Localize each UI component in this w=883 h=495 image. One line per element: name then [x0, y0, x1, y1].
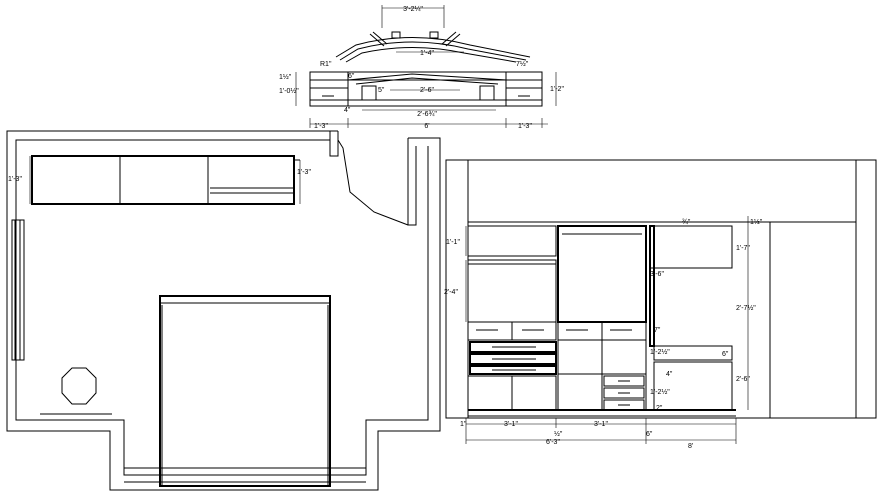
- elev-dim-bay2: 3'-1": [594, 421, 608, 428]
- elev-dim-top-left: 1'-1": [446, 239, 460, 246]
- elev-dim-total-right: 8': [688, 443, 693, 450]
- dim-small-a: 5": [378, 87, 385, 94]
- bed: [159, 295, 331, 487]
- elev-dim-top-small: ¾": [682, 219, 691, 226]
- dim-top-width: 3'-2¼": [403, 6, 423, 13]
- elev-dim-mid-small-r: 6": [722, 351, 729, 358]
- elev-dim-low-small: 1'-2½": [650, 388, 670, 396]
- wardrobe-elevation: 1'-1" 2'-4" ¾" 1½" 1'-7" 3'-6" 2'-7½" 7"…: [444, 159, 877, 450]
- elev-dim-two: 2": [656, 405, 663, 412]
- elev-dim-one: 1": [460, 421, 467, 428]
- dim-center: 2'-6": [420, 87, 434, 94]
- plan-dim-left-depth: 1'-3": [8, 176, 22, 183]
- elev-dim-mid-small: 1'-2½": [650, 348, 670, 356]
- dim-right-h: 1'-2": [550, 86, 564, 93]
- dim-radius: R1": [320, 61, 332, 68]
- dim-bottom-right: 1'-3": [518, 123, 532, 130]
- elev-dim-left-mid: 2'-4": [444, 289, 458, 296]
- dim-lower: 2'-6¾": [417, 111, 437, 118]
- dim-offset-b: 7½": [516, 60, 529, 68]
- elev-dim-right-1: 1'-7": [736, 245, 750, 252]
- dim-offset-a: 6": [348, 73, 355, 80]
- elev-dim-middle: 3'-6": [650, 271, 664, 278]
- top-unit-drawing: 3'-2¼" 1'-4" R1" 6" 7½" 2': [279, 5, 564, 130]
- elev-dim-six-a: 6": [646, 431, 653, 438]
- elev-dim-bay1: 3'-1": [504, 421, 518, 428]
- dim-bottom-left: 1'-3": [314, 123, 328, 130]
- dim-left-h1: 1½": [279, 73, 292, 81]
- dim-small-b: 4": [344, 107, 351, 114]
- elev-dim-half: ½": [554, 430, 563, 438]
- elev-dim-right-3: 2'-6": [736, 376, 750, 383]
- dim-mid-width: 1'-4": [420, 50, 434, 57]
- dim-bottom-mid: 6': [424, 123, 429, 130]
- elev-dim-top-right: 1½": [750, 218, 763, 226]
- octagon-table: [61, 367, 97, 405]
- elev-dim-total: 6'-3": [546, 439, 560, 446]
- plan-dim-right-depth: 1'-3": [297, 169, 311, 176]
- elev-dim-four: 4": [666, 371, 673, 378]
- elev-dim-drawer: 7": [654, 327, 661, 334]
- elev-dim-right-2: 2'-7½": [736, 304, 756, 312]
- room-plan: 1'-3" 1'-3": [6, 130, 441, 491]
- dim-left-h2: 1'-0½": [279, 87, 299, 95]
